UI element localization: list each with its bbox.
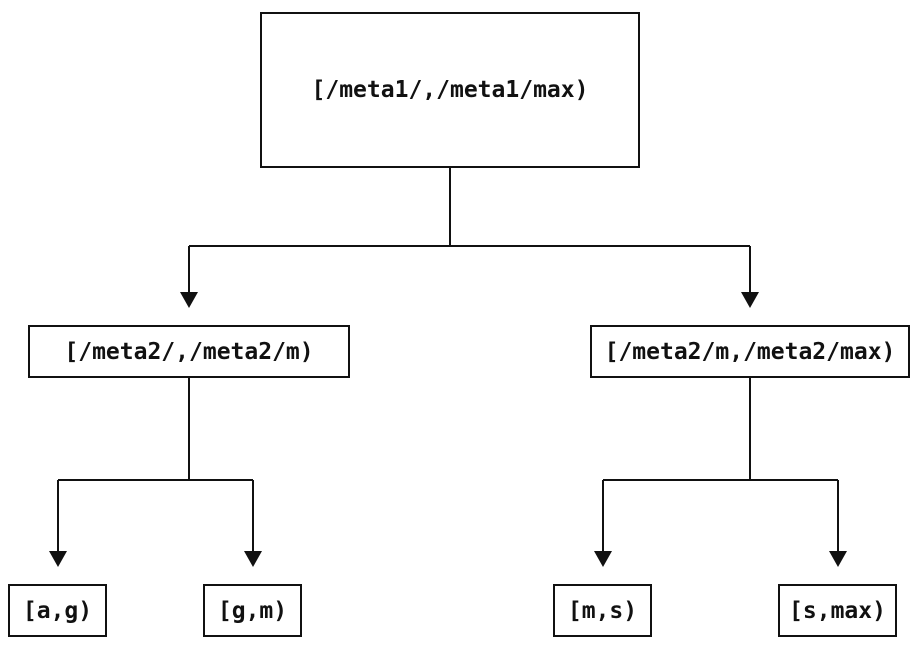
leaf-node-ag: [a,g) [8,584,107,637]
arrowhead-to-leaf-ag-icon [49,551,67,567]
edge-root-to-children [188,168,751,293]
leaf-node-ag-label: [a,g) [22,597,93,624]
arrowhead-to-leaf-ms-icon [594,551,612,567]
node-right-child-label: [/meta2/m,/meta2/max) [604,338,896,365]
node-root-label: [/meta1/,/meta1/max) [311,77,589,103]
node-left-child-label: [/meta2/,/meta2/m) [64,338,314,365]
node-root: [/meta1/,/meta1/max) [260,12,640,168]
leaf-node-ms-label: [m,s) [567,597,638,624]
edge-right-to-leaves [602,378,839,552]
arrowhead-to-right-node-icon [741,292,759,308]
arrowhead-to-leaf-gm-icon [244,551,262,567]
leaf-node-smax-label: [s,max) [789,597,886,624]
node-left-child: [/meta2/,/meta2/m) [28,325,350,378]
leaf-node-gm: [g,m) [203,584,302,637]
node-right-child: [/meta2/m,/meta2/max) [590,325,910,378]
edge-left-to-leaves [57,378,254,552]
leaf-node-ms: [m,s) [553,584,652,637]
arrowhead-to-left-node-icon [180,292,198,308]
arrowhead-to-leaf-smax-icon [829,551,847,567]
leaf-node-smax: [s,max) [778,584,897,637]
leaf-node-gm-label: [g,m) [217,597,288,624]
